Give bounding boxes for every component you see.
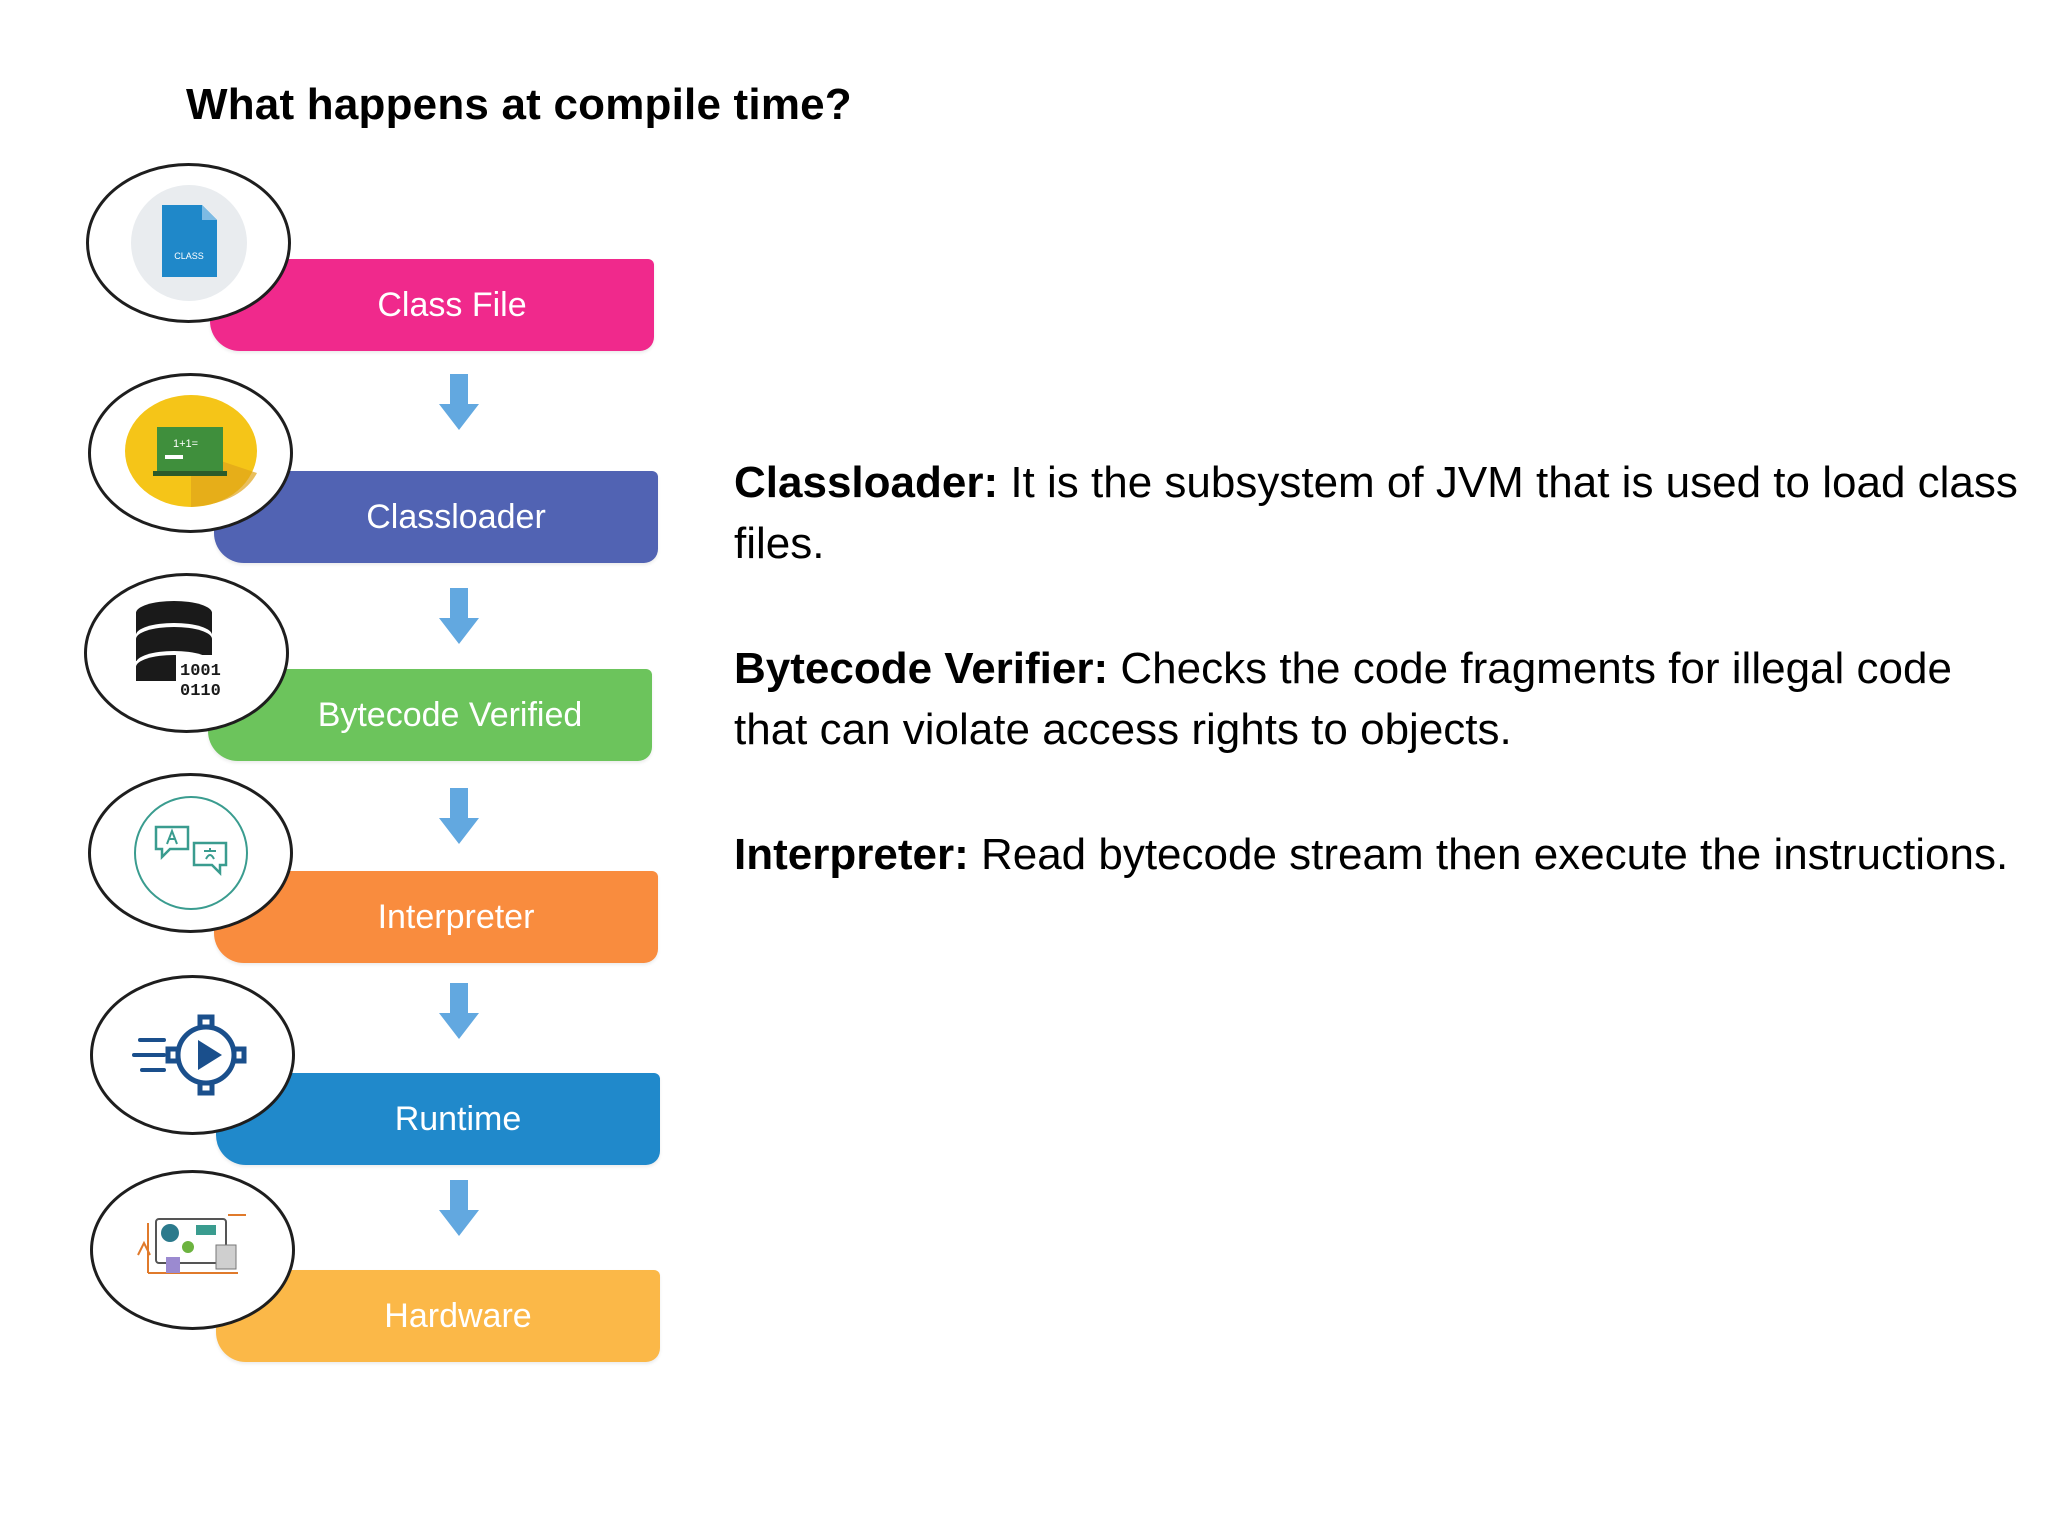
definitions-panel: Classloader: It is the subsystem of JVM … [734, 452, 2024, 949]
flow-step-class-file: Class File CLASS [86, 163, 686, 351]
flow-step-hardware: Hardware [90, 1170, 690, 1362]
flow-step-label: Bytecode Verified [317, 695, 583, 734]
translate-chat-icon [88, 773, 293, 933]
flow-band: Interpreter [214, 871, 658, 963]
definition-term: Interpreter: [734, 830, 969, 879]
definition-text: It is the subsystem of JVM that is used … [734, 458, 2018, 568]
definition-interpreter: Interpreter: Read bytecode stream then e… [734, 824, 2024, 885]
down-arrow-icon [439, 983, 479, 1039]
flow-step-label: Class File [377, 285, 527, 324]
definition-bytecode-verifier: Bytecode Verifier: Checks the code fragm… [734, 638, 2024, 760]
class-badge-text: CLASS [174, 251, 204, 261]
database-binary-icon: 1001 0110 [84, 573, 289, 733]
jvm-flow-diagram: Class File CLASS Classloader 1+1= [0, 0, 700, 1400]
definition-classloader: Classloader: It is the subsystem of JVM … [734, 452, 2024, 574]
down-arrow-icon [439, 588, 479, 644]
flow-band: Hardware [216, 1270, 660, 1362]
down-arrow-icon [439, 1180, 479, 1236]
binary-row-2: 0110 [180, 682, 221, 701]
flow-step-label: Runtime [394, 1099, 522, 1138]
flow-step-interpreter: Interpreter [88, 773, 688, 963]
flow-step-runtime: Runtime [90, 975, 690, 1165]
flow-step-label: Classloader [366, 497, 546, 536]
definition-term: Bytecode Verifier: [734, 644, 1109, 693]
flow-step-bytecode-verified: Bytecode Verified 1001 0110 [84, 573, 684, 761]
flow-band: Class File [210, 259, 654, 351]
board-text: 1+1= [173, 438, 198, 450]
classloader-board-icon: 1+1= [88, 373, 293, 533]
definition-term: Classloader: [734, 458, 999, 507]
flow-band: Runtime [216, 1073, 660, 1165]
class-file-icon: CLASS [86, 163, 291, 323]
flow-step-label: Hardware [384, 1296, 532, 1335]
page-title: What happens at compile time? [186, 80, 852, 129]
flow-band: Bytecode Verified [208, 669, 652, 761]
down-arrow-icon [439, 374, 479, 430]
flow-step-label: Interpreter [377, 897, 535, 936]
definition-text: Checks the code fragments for illegal co… [734, 644, 1952, 754]
hardware-circuit-icon [90, 1170, 295, 1330]
binary-row-1: 1001 [180, 662, 221, 681]
flow-step-classloader: Classloader 1+1= [88, 373, 688, 563]
down-arrow-icon [439, 788, 479, 844]
definition-text: Read bytecode stream then execute the in… [968, 830, 2009, 879]
gear-play-icon [90, 975, 295, 1135]
flow-band: Classloader [214, 471, 658, 563]
